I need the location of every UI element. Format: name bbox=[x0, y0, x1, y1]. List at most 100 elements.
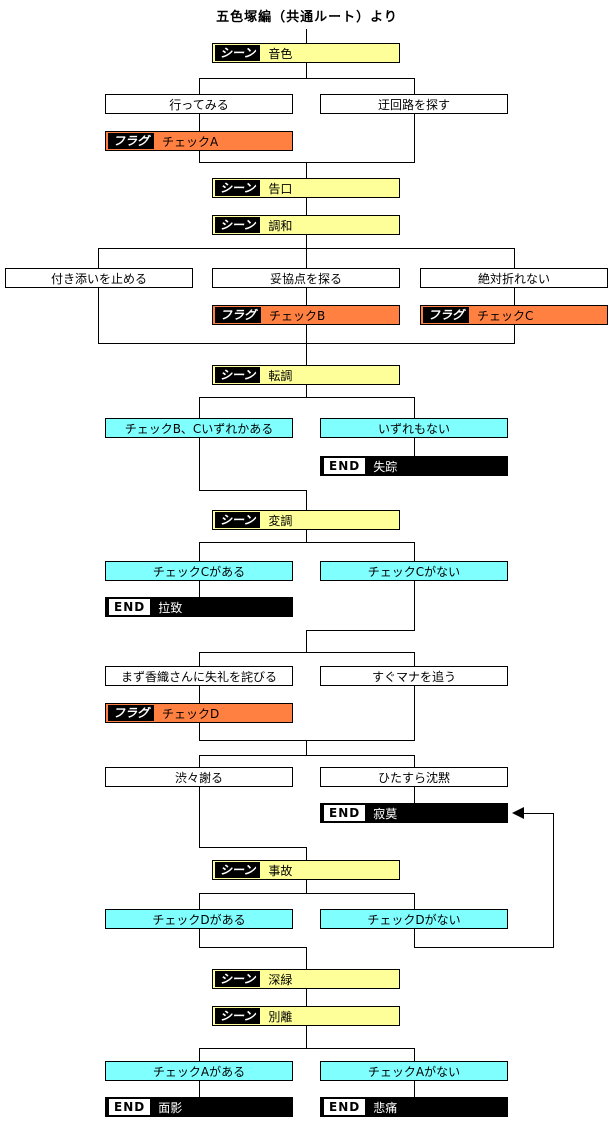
condition-name: チェックCがない bbox=[367, 564, 461, 579]
connector-line bbox=[414, 947, 554, 948]
connector-line bbox=[306, 630, 307, 653]
connector-line bbox=[306, 947, 307, 969]
condition-box: チェックB、Cいずれかある bbox=[105, 418, 293, 438]
connector-line bbox=[199, 542, 415, 543]
connector-line bbox=[199, 542, 200, 561]
choice-box: 絶対折れない bbox=[420, 268, 608, 288]
connector-line bbox=[199, 893, 415, 894]
connector-line bbox=[553, 813, 554, 948]
flag-name: チェックD bbox=[162, 706, 220, 721]
choice-name: 絶対折れない bbox=[477, 271, 550, 286]
scene-name: 深緑 bbox=[268, 972, 293, 987]
connector-line bbox=[199, 947, 307, 948]
connector-line bbox=[199, 1048, 415, 1049]
end-tag: END bbox=[324, 805, 366, 821]
choice-name: 渋々謝る bbox=[174, 770, 223, 785]
connector-line bbox=[524, 813, 554, 814]
flag-name: チェックB bbox=[269, 308, 326, 323]
scene-tag: シーン bbox=[215, 45, 261, 61]
scene-tag: シーン bbox=[215, 862, 261, 878]
scene-box: シーン事故 bbox=[212, 860, 400, 880]
scene-box: シーン告口 bbox=[212, 178, 400, 198]
flag-box: フラグチェックA bbox=[105, 131, 293, 151]
connector-line bbox=[199, 847, 307, 848]
flag-tag: フラグ bbox=[108, 133, 155, 149]
connector-line bbox=[199, 162, 415, 163]
connector-line bbox=[414, 1081, 415, 1097]
condition-box: チェックAがある bbox=[105, 1061, 293, 1081]
connector-line bbox=[199, 755, 415, 756]
scene-box: シーン深緑 bbox=[212, 969, 400, 989]
condition-name: いずれもない bbox=[377, 421, 450, 436]
page-title: 五色塚編（共通ルート）より bbox=[216, 10, 398, 25]
connector-line bbox=[414, 581, 415, 631]
scene-box: シーン別離 bbox=[212, 1006, 400, 1026]
scene-tag: シーン bbox=[215, 367, 261, 383]
connector-line bbox=[199, 581, 200, 597]
end-name: 面影 bbox=[158, 1100, 183, 1115]
connector-line bbox=[306, 490, 307, 510]
choice-name: 妥協点を探る bbox=[269, 271, 342, 286]
scene-box: シーン転調 bbox=[212, 365, 400, 385]
condition-name: チェックAがない bbox=[367, 1064, 461, 1079]
connector-line bbox=[414, 893, 415, 909]
connector-line bbox=[306, 162, 307, 178]
connector-line bbox=[414, 686, 415, 741]
scene-name: 別離 bbox=[268, 1009, 293, 1024]
connector-line bbox=[306, 325, 307, 344]
scene-box: シーン調和 bbox=[212, 215, 400, 235]
connector-line bbox=[199, 397, 415, 398]
condition-name: チェックCがある bbox=[152, 564, 246, 579]
condition-name: チェックDがない bbox=[367, 912, 461, 927]
connector-line bbox=[306, 847, 307, 860]
connector-line bbox=[199, 490, 307, 491]
flag-tag: フラグ bbox=[108, 705, 155, 721]
scene-tag: シーン bbox=[215, 180, 261, 196]
connector-line bbox=[306, 198, 307, 215]
connector-line bbox=[199, 438, 200, 491]
end-box: END 面影 bbox=[105, 1097, 293, 1117]
connector-line bbox=[306, 385, 307, 398]
connector-line bbox=[514, 325, 515, 344]
connector-line bbox=[306, 235, 307, 249]
choice-box: 行ってみる bbox=[105, 94, 293, 114]
end-tag: END bbox=[324, 1099, 366, 1115]
choice-box: 付き添いを止める bbox=[5, 268, 193, 288]
choice-box: まず香織さんに失礼を詫びる bbox=[105, 666, 293, 686]
scene-name: 変調 bbox=[268, 513, 293, 528]
loopback-arrowhead-icon bbox=[512, 807, 524, 819]
connector-line bbox=[414, 438, 415, 456]
choice-name: 迂回路を探す bbox=[377, 97, 450, 112]
connector-line bbox=[199, 114, 200, 131]
flag-box: フラグチェックC bbox=[420, 305, 608, 325]
connector-line bbox=[199, 652, 415, 653]
scene-box: シーン変調 bbox=[212, 510, 400, 530]
choice-box: ひたすら沈黙 bbox=[320, 767, 508, 787]
choice-box: 渋々謝る bbox=[105, 767, 293, 787]
condition-name: チェックAがある bbox=[152, 1064, 246, 1079]
end-tag: END bbox=[109, 1099, 151, 1115]
condition-name: チェックDがある bbox=[152, 912, 246, 927]
connector-line bbox=[414, 114, 415, 163]
connector-line bbox=[306, 248, 307, 268]
connector-line bbox=[514, 248, 515, 268]
connector-line bbox=[199, 893, 200, 909]
connector-line bbox=[306, 530, 307, 543]
condition-box: チェックDがある bbox=[105, 909, 293, 929]
connector-line bbox=[98, 288, 99, 344]
connector-line bbox=[306, 343, 307, 365]
scene-name: 音色 bbox=[268, 46, 293, 61]
connector-line bbox=[199, 740, 415, 741]
connector-line bbox=[199, 1081, 200, 1097]
scene-tag: シーン bbox=[215, 217, 261, 233]
flag-box: フラグチェックD bbox=[105, 703, 293, 723]
condition-box: チェックAがない bbox=[320, 1061, 508, 1081]
scene-name: 調和 bbox=[268, 218, 293, 233]
connector-line bbox=[306, 740, 307, 756]
scene-tag: シーン bbox=[215, 512, 261, 528]
connector-line bbox=[414, 542, 415, 561]
